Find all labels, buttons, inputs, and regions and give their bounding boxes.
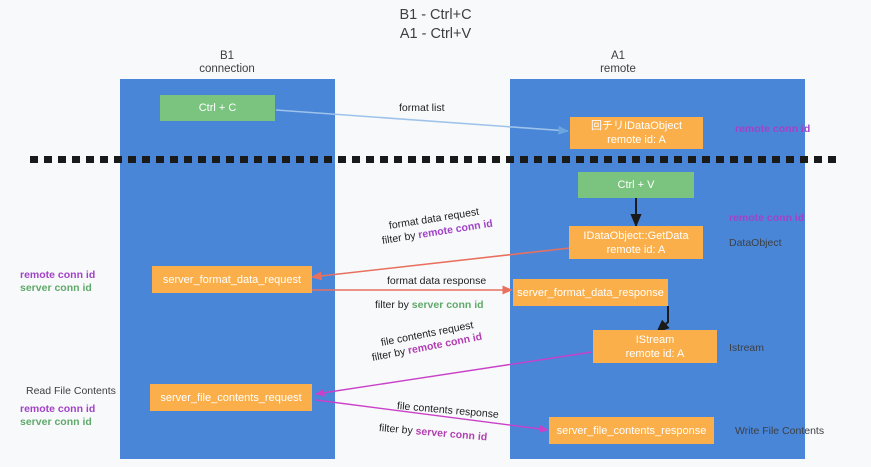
annotation-left-remote-conn-id-bottom: remote conn id — [20, 403, 96, 415]
diagram-title: B1 - Ctrl+C A1 - Ctrl+V — [0, 6, 871, 44]
edge-file-contents-response — [315, 399, 549, 433]
annotation-left-server-conn-id-bottom: server conn id — [20, 416, 92, 428]
node-getdata-line2: remote id: A — [606, 243, 666, 256]
annotation-dataobject: DataObject — [729, 237, 782, 249]
annotation-remote-conn-id-top: remote conn id — [735, 123, 811, 135]
column-header-b1: B1 connection — [147, 50, 307, 76]
node-idataobject-getdata[interactable]: IDataObject::GetData remote id: A — [569, 226, 703, 259]
node-istream-line1: IStream — [635, 333, 675, 346]
node-server-file-contents-response-label: server_file_contents_response — [556, 424, 707, 437]
edge-label-format-list: format list — [399, 102, 445, 114]
node-server-format-data-request[interactable]: server_format_data_request — [152, 266, 312, 293]
annotation-write-file-contents: Write File Contents — [735, 425, 825, 437]
column-header-a1: A1 remote — [538, 50, 698, 76]
filter-prefix: filter by — [378, 422, 417, 438]
edge-label-format-data-response-filter: filter by server conn id — [375, 298, 484, 312]
title-line-2: A1 - Ctrl+V — [399, 26, 472, 42]
annotation-remote-conn-id-mid: remote conn id — [729, 212, 805, 224]
annotation-left-server-conn-id-mid: server conn id — [20, 282, 92, 294]
node-server-format-data-request-label: server_format_data_request — [162, 273, 302, 286]
node-idataobject-line2: remote id: A — [607, 134, 666, 146]
node-ctrl-c[interactable]: Ctrl + C — [160, 95, 275, 121]
node-server-format-data-response-label: server_format_data_response — [517, 286, 664, 299]
title-line-1: B1 - Ctrl+C — [399, 7, 472, 23]
node-ctrl-c-label: Ctrl + C — [198, 102, 237, 114]
edge-format-data-request — [311, 247, 571, 281]
node-istream[interactable]: IStream remote id: A — [593, 330, 717, 363]
node-server-file-contents-request[interactable]: server_file_contents_request — [150, 384, 312, 411]
node-idataobject[interactable]: 回チリIDataObject remote id: A — [570, 117, 703, 149]
edge-file-contents-request — [315, 351, 593, 397]
filter-key-server-conn-id: server conn id — [411, 299, 484, 311]
column-header-a1-name: A1 — [610, 50, 626, 62]
annotation-left-remote-conn-id-mid: remote conn id — [20, 269, 96, 281]
column-header-b1-role: connection — [199, 63, 255, 75]
annotation-istream: Istream — [729, 342, 765, 354]
column-header-b1-name: B1 — [219, 50, 235, 62]
node-server-file-contents-request-label: server_file_contents_request — [160, 391, 302, 404]
node-ctrl-v-label: Ctrl + V — [617, 179, 655, 191]
node-ctrl-v[interactable]: Ctrl + V — [578, 172, 694, 198]
node-server-file-contents-response[interactable]: server_file_contents_response — [549, 417, 714, 444]
node-idataobject-line1: 回チリIDataObject — [590, 120, 683, 132]
column-header-a1-role: remote — [600, 63, 636, 75]
node-getdata-line1: IDataObject::GetData — [583, 229, 689, 242]
node-server-format-data-response[interactable]: server_format_data_response — [513, 279, 668, 306]
edge-format-list — [275, 109, 569, 135]
annotation-read-file-contents: Read File Contents — [26, 385, 116, 397]
edge-response-to-istream — [656, 306, 670, 333]
edge-label-format-data-response: format data response — [387, 275, 487, 287]
filter-prefix: filter by — [375, 299, 412, 311]
node-istream-line2: remote id: A — [625, 347, 685, 360]
phase-divider — [30, 156, 842, 163]
